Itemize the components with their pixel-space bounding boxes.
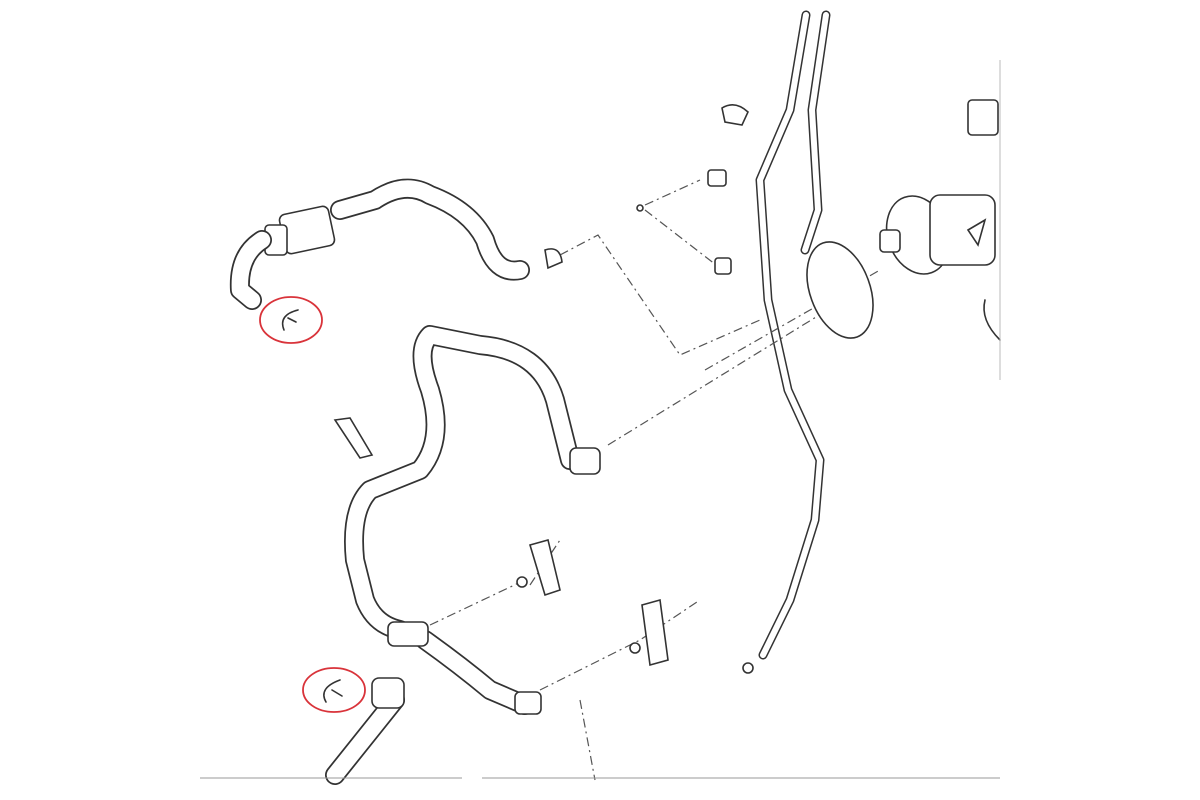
- highlight-circles: [259, 296, 366, 713]
- highlight-clip-upper: [259, 296, 323, 344]
- frame-baselines: [200, 60, 1001, 779]
- fuel-pipe: [755, 10, 831, 660]
- upper-hose-with-filter: [229, 178, 530, 310]
- lower-hose-stub: [325, 677, 405, 785]
- main-hose: [344, 325, 601, 715]
- highlight-clip-lower: [302, 667, 366, 713]
- fuel-pump-module: [806, 99, 1001, 341]
- small-parts: [333, 104, 754, 674]
- leader-lines: [429, 179, 881, 781]
